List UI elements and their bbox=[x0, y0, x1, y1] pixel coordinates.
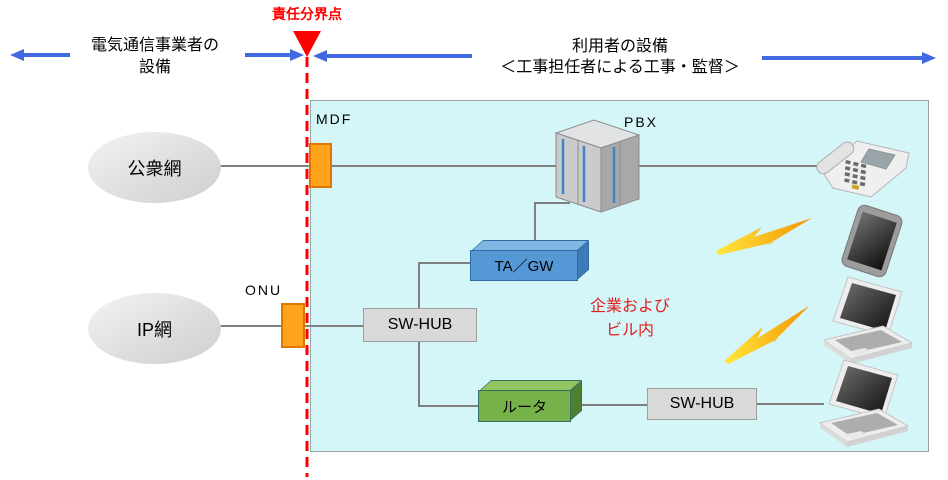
desk-phone-icon bbox=[816, 140, 910, 198]
sw-hub-1-label: SW-HUB bbox=[387, 316, 453, 333]
connector-lines bbox=[220, 165, 824, 407]
user-side-label: 利用者の設備 ＜工事担任者による工事・監督＞ bbox=[448, 36, 792, 78]
carrier-side-label: 電気通信事業者の 設備 bbox=[52, 35, 258, 79]
link-pbx-to-tagw bbox=[534, 202, 570, 250]
server-cabinet-icon bbox=[554, 119, 641, 213]
carrier-side-label-line2: 設備 bbox=[138, 59, 171, 76]
arrow-carrier-right-icon bbox=[245, 49, 304, 61]
mdf-label: MDF bbox=[316, 111, 353, 127]
sw-hub-2-label: SW-HUB bbox=[669, 395, 735, 412]
mdf-node bbox=[309, 143, 332, 188]
lightning-bolt-icon bbox=[716, 218, 812, 255]
user-side-label-line2: ＜工事担任者による工事・監督＞ bbox=[500, 59, 740, 76]
lightning-bolt-icon bbox=[716, 305, 819, 365]
ip-network-label: IP網 bbox=[136, 319, 172, 340]
sw-hub-1-node: SW-HUB bbox=[363, 308, 477, 342]
pbx-label: PBX bbox=[624, 114, 659, 130]
direction-arrows bbox=[10, 49, 936, 64]
user-side-label-line1: 利用者の設備 bbox=[571, 38, 668, 55]
arrow-user-right-icon bbox=[762, 52, 936, 64]
ta-gw-top-face bbox=[471, 240, 590, 251]
area-note-line2: ビル内 bbox=[605, 322, 654, 339]
onu-node bbox=[281, 303, 305, 348]
area-note-line1: 企業および bbox=[589, 298, 670, 315]
ip-network-node: IP網 bbox=[88, 293, 221, 364]
demarcation-triangle-icon bbox=[293, 31, 321, 57]
router-node: ルータ bbox=[478, 380, 583, 422]
sw-hub-2-node: SW-HUB bbox=[647, 388, 757, 420]
laptop-icon bbox=[819, 359, 909, 448]
arrow-user-left-icon bbox=[313, 50, 472, 62]
carrier-side-label-line1: 電気通信事業者の bbox=[90, 37, 219, 54]
area-note: 企業および ビル内 bbox=[563, 295, 697, 343]
public-network-node: 公衆網 bbox=[88, 132, 221, 203]
ta-gw-node: TA／GW bbox=[470, 240, 590, 281]
onu-label: ONU bbox=[245, 282, 283, 298]
demarcation-label: 責任分界点 bbox=[272, 6, 342, 22]
public-network-label: 公衆網 bbox=[127, 158, 182, 179]
router-top-face bbox=[479, 380, 583, 391]
arrow-carrier-left-icon bbox=[10, 49, 70, 61]
laptop-icon bbox=[823, 276, 913, 365]
ta-gw-label: TA／GW bbox=[494, 258, 554, 275]
tablet-icon bbox=[841, 204, 903, 278]
router-label: ルータ bbox=[501, 398, 547, 416]
